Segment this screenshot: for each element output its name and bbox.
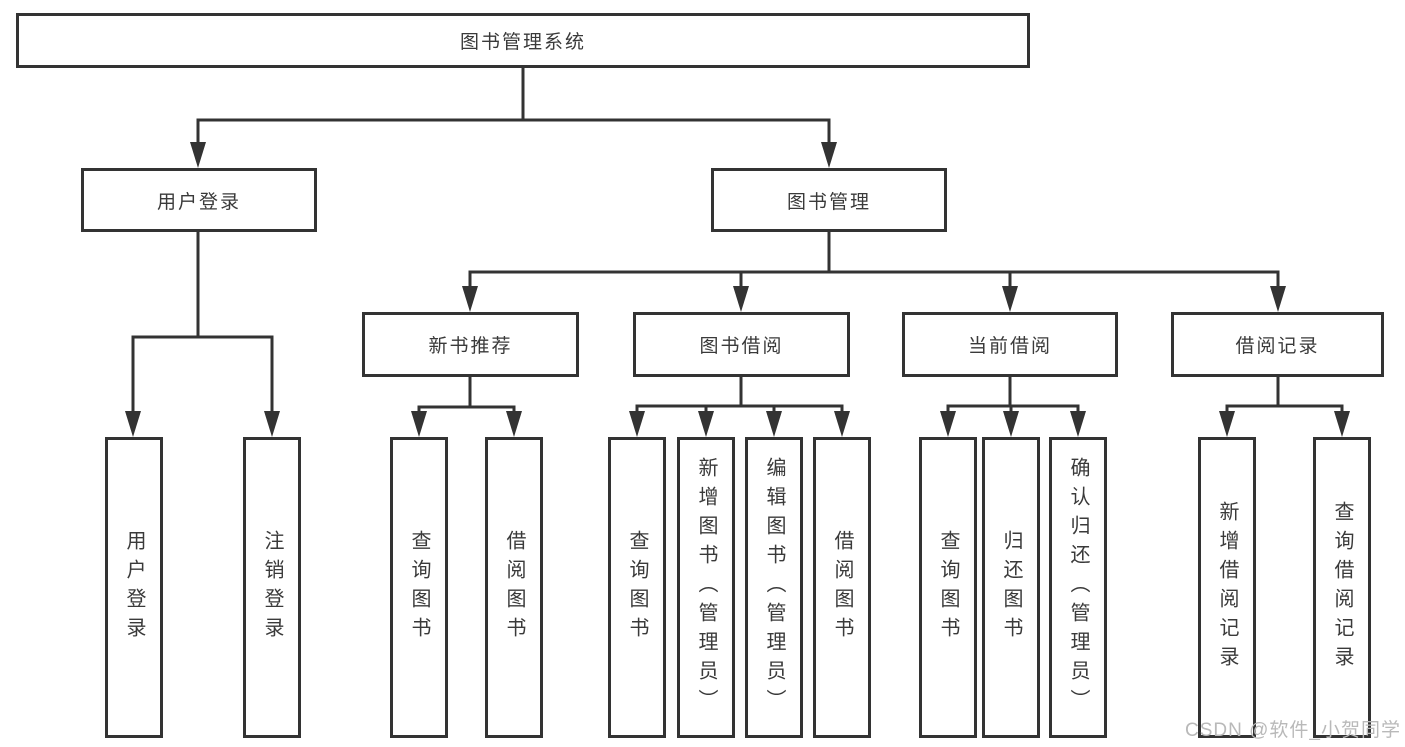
leaf-add-book-admin-label: 新增图书（管理员） bbox=[695, 457, 717, 718]
leaf-user-login-label: 用户登录 bbox=[123, 529, 145, 646]
arrowhead-icons bbox=[125, 142, 1350, 437]
leaf-return-book-label: 归还图书 bbox=[1000, 529, 1022, 646]
leaf-query-book-3: 查询图书 bbox=[919, 437, 977, 738]
node-borrow-records-label: 借阅记录 bbox=[1235, 336, 1320, 357]
node-book-borrow-label: 图书借阅 bbox=[699, 336, 784, 357]
leaf-confirm-return-admin: 确认归还（管理员） bbox=[1049, 437, 1107, 738]
leaf-borrow-book-2: 借阅图书 bbox=[813, 437, 871, 738]
leaf-logout-label: 注销登录 bbox=[261, 529, 283, 646]
leaf-query-book-1-label: 查询图书 bbox=[408, 529, 430, 646]
leaf-edit-book-admin-label: 编辑图书（管理员） bbox=[763, 457, 785, 718]
node-book-borrow: 图书借阅 bbox=[633, 312, 850, 377]
leaf-add-book-admin: 新增图书（管理员） bbox=[677, 437, 735, 738]
leaf-return-book: 归还图书 bbox=[982, 437, 1040, 738]
leaf-query-borrow-record-label: 查询借阅记录 bbox=[1331, 500, 1353, 675]
connector-paths bbox=[131, 66, 1344, 417]
node-book-management: 图书管理 bbox=[711, 168, 947, 232]
leaf-add-borrow-record: 新增借阅记录 bbox=[1198, 437, 1256, 738]
leaf-borrow-book-1: 借阅图书 bbox=[485, 437, 543, 738]
leaf-confirm-return-admin-label: 确认归还（管理员） bbox=[1067, 457, 1089, 718]
node-borrow-records: 借阅记录 bbox=[1171, 312, 1384, 377]
leaf-query-book-2: 查询图书 bbox=[608, 437, 666, 738]
leaf-query-borrow-record: 查询借阅记录 bbox=[1313, 437, 1371, 738]
node-user-login-label: 用户登录 bbox=[156, 191, 241, 213]
leaf-edit-book-admin: 编辑图书（管理员） bbox=[745, 437, 803, 738]
leaf-query-book-3-label: 查询图书 bbox=[937, 529, 959, 646]
leaf-borrow-book-1-label: 借阅图书 bbox=[503, 529, 525, 646]
node-book-management-label: 图书管理 bbox=[786, 191, 871, 213]
leaf-query-book-1: 查询图书 bbox=[390, 437, 448, 738]
leaf-add-borrow-record-label: 新增借阅记录 bbox=[1216, 500, 1238, 675]
node-current-borrow: 当前借阅 bbox=[902, 312, 1118, 377]
csdn-watermark: CSDN @软件_小贺同学 bbox=[1185, 720, 1401, 741]
node-current-borrow-label: 当前借阅 bbox=[967, 336, 1052, 357]
node-new-book-recommend: 新书推荐 bbox=[362, 312, 579, 377]
leaf-borrow-book-2-label: 借阅图书 bbox=[831, 529, 853, 646]
node-root-label: 图书管理系统 bbox=[459, 32, 586, 53]
node-new-book-recommend-label: 新书推荐 bbox=[428, 336, 513, 357]
leaf-user-login: 用户登录 bbox=[105, 437, 163, 738]
node-user-login: 用户登录 bbox=[81, 168, 317, 232]
leaf-query-book-2-label: 查询图书 bbox=[626, 529, 648, 646]
leaf-logout: 注销登录 bbox=[243, 437, 301, 738]
node-root: 图书管理系统 bbox=[16, 13, 1030, 68]
